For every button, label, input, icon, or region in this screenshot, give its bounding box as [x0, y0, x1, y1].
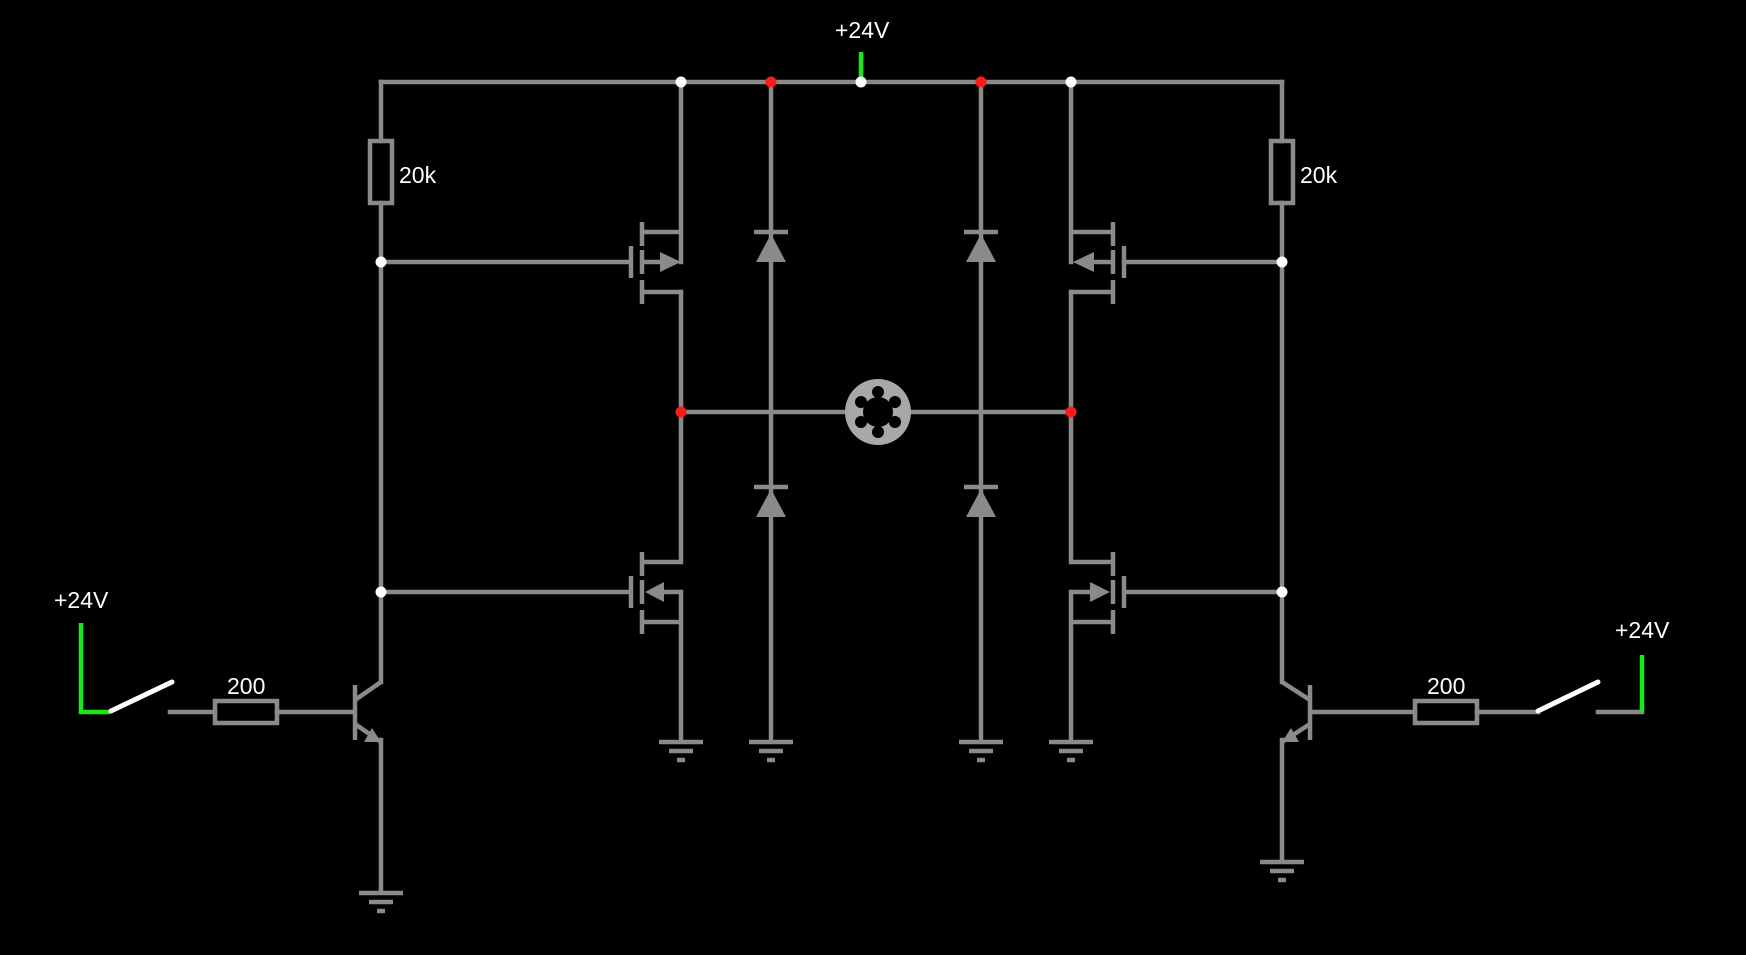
resistor-base-right-label: 200 [1427, 673, 1465, 699]
node-top-left-diode[interactable] [765, 76, 777, 88]
bjt-left-arrow [364, 728, 381, 742]
node-left-gate-top[interactable] [375, 256, 387, 268]
diode-right-upper-triangle [966, 234, 996, 262]
mosfet-left-high-arrow [660, 252, 681, 272]
bjt-right-arrow [1282, 728, 1299, 742]
resistor-base-left[interactable]: 200 [212, 673, 280, 726]
node-left-gate-bottom[interactable] [375, 586, 387, 598]
supply-left-label: +24V [54, 587, 109, 613]
diode-right-lower-triangle [966, 489, 996, 517]
resistor-base-left-body [212, 698, 280, 726]
nodes [375, 76, 1288, 598]
ground-right-low-mosfet [1049, 739, 1093, 763]
switch-left[interactable] [108, 679, 175, 714]
switch-left-blade[interactable] [108, 679, 175, 714]
ground-icon [659, 739, 703, 763]
ground-icon [749, 739, 793, 763]
ground-right-bjt [1260, 859, 1304, 883]
supply-right-label: +24V [1615, 617, 1670, 643]
resistor-base-left-label: 200 [227, 673, 265, 699]
switch-right[interactable] [1535, 679, 1601, 714]
diode-left-lower[interactable] [754, 484, 788, 517]
ground-left-low-mosfet [659, 739, 703, 763]
resistor-pullup-right-label: 20k [1300, 162, 1338, 188]
mosfet-left-low-leads [642, 559, 681, 625]
supply-left-stub [78, 623, 110, 715]
resistor-pullup-left-body [367, 138, 395, 206]
resistor-base-right[interactable]: 200 [1412, 673, 1480, 726]
diode-right-lower[interactable] [964, 484, 998, 517]
resistor-pullup-left-label: 20k [399, 162, 437, 188]
bjt-left[interactable] [352, 680, 383, 744]
ground-icon [1049, 739, 1093, 763]
node-top-supply[interactable] [855, 76, 867, 88]
mosfet-left-low-arrow [645, 582, 664, 602]
supply-top: +24V [835, 17, 890, 82]
node-top-right-diode[interactable] [975, 76, 987, 88]
diode-left-lower-triangle [756, 489, 786, 517]
ground-icon [359, 890, 403, 914]
resistor-pullup-left[interactable]: 20k [367, 138, 437, 206]
mosfet-left-high[interactable] [628, 222, 681, 304]
resistor-pullup-right-body [1268, 138, 1296, 206]
ground-icon [1260, 859, 1304, 883]
switch-right-blade[interactable] [1535, 679, 1601, 714]
bjt-left-collector [353, 680, 383, 702]
resistor-pullup-right[interactable]: 20k [1268, 138, 1338, 206]
diode-left-upper-triangle [756, 234, 786, 262]
ground-right-diode [959, 739, 1003, 763]
node-motor-right[interactable] [1065, 406, 1077, 418]
diode-left-upper[interactable] [754, 229, 788, 262]
supply-right: +24V [1615, 617, 1670, 712]
resistor-base-right-body [1412, 698, 1480, 726]
mosfet-left-low[interactable] [628, 552, 681, 634]
ground-left-bjt [359, 890, 403, 914]
wires [167, 79, 1645, 893]
motor-teeth [855, 386, 901, 438]
node-top-left-mosfet[interactable] [675, 76, 687, 88]
motor[interactable] [845, 379, 911, 445]
node-right-gate-top[interactable] [1276, 256, 1288, 268]
mosfet-right-high[interactable] [1071, 222, 1127, 304]
node-right-gate-bottom[interactable] [1276, 586, 1288, 598]
mosfet-right-low[interactable] [1071, 552, 1127, 634]
mosfet-right-low-leads [1071, 559, 1113, 625]
diode-right-upper[interactable] [964, 229, 998, 262]
bjt-right-collector [1280, 680, 1312, 702]
motor-rotor [863, 397, 893, 427]
bjt-right[interactable] [1280, 680, 1313, 744]
ground-left-diode [749, 739, 793, 763]
mosfet-right-high-arrow [1073, 252, 1094, 272]
mosfet-right-low-arrow [1090, 582, 1110, 602]
supply-left: +24V [54, 587, 110, 715]
ground-icon [959, 739, 1003, 763]
node-top-right-mosfet[interactable] [1065, 76, 1077, 88]
supply-top-label: +24V [835, 17, 890, 43]
node-motor-left[interactable] [675, 406, 687, 418]
